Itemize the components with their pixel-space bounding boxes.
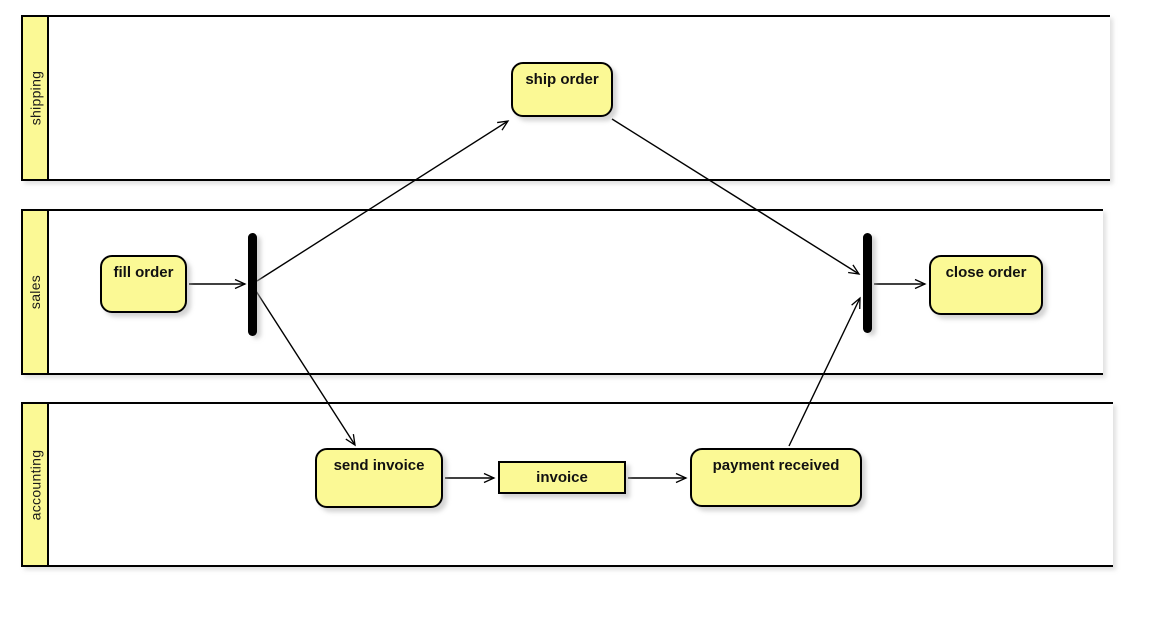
activity-node-fill-order: fill order (100, 255, 187, 313)
lane-label-accounting: accounting (27, 449, 43, 520)
activity-node-close-order: close order (929, 255, 1043, 315)
activity-node-send-invoice: send invoice (315, 448, 443, 508)
node-label: ship order (525, 71, 599, 88)
node-label: send invoice (333, 457, 425, 474)
lane-label-bar-accounting: accounting (23, 404, 49, 565)
lane-label-bar-sales: sales (23, 211, 49, 373)
swimlane-sales: sales (21, 209, 1103, 375)
join-bar (863, 233, 872, 333)
object-node-invoice: invoice (498, 461, 626, 494)
lane-label-bar-shipping: shipping (23, 17, 49, 179)
activity-node-ship-order: ship order (511, 62, 613, 117)
node-label: fill order (113, 264, 174, 281)
node-label: close order (945, 264, 1027, 281)
node-label: invoice (536, 469, 588, 486)
fork-bar (248, 233, 257, 336)
lane-label-shipping: shipping (27, 70, 43, 126)
node-label: payment received (712, 457, 840, 474)
activity-node-payment-received: payment received (690, 448, 862, 507)
lane-label-sales: sales (27, 274, 43, 310)
